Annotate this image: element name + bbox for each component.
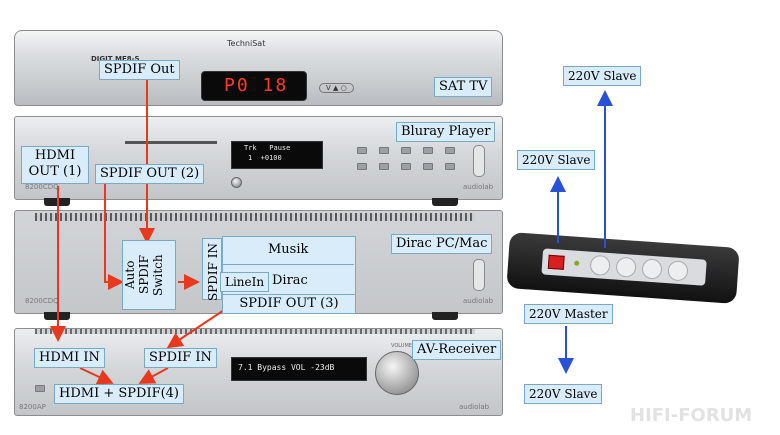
- avr-button[interactable]: [35, 385, 45, 392]
- bluray-button[interactable]: [379, 163, 389, 170]
- power-strip: [506, 232, 740, 304]
- label-slave-mid: 220V Slave: [517, 150, 596, 170]
- label-spdif-in-dirac: SPDIF IN: [202, 238, 222, 302]
- bluray-button[interactable]: [401, 163, 411, 170]
- label-spdif-out-sat: SPDIF Out: [99, 60, 180, 80]
- label-slave-bottom: 220V Slave: [524, 384, 603, 404]
- label-slave-top: 220V Slave: [563, 66, 642, 86]
- bluray-display-line2: 1 +0100: [248, 154, 282, 162]
- bluray-button[interactable]: [445, 163, 455, 170]
- avr-series: 8200AP: [19, 403, 46, 411]
- bluray-display: Trk Pause 1 +0100: [231, 141, 323, 169]
- avr-top-vent: [35, 329, 475, 334]
- bluray-power-button[interactable]: [231, 177, 242, 188]
- bluray-button[interactable]: [445, 147, 455, 154]
- bluray-button[interactable]: [357, 147, 367, 154]
- bluray-button-grid: [355, 139, 469, 183]
- sat-model: DIGIT MF8-S: [91, 55, 140, 63]
- vent-grille: [35, 213, 475, 221]
- label-spdif-out-3: SPDIF OUT (3): [222, 294, 356, 314]
- label-sat-tv: SAT TV: [434, 77, 493, 97]
- sat-receiver: TechniSat DIGIT MF8-S P0 18 V ▲ ○: [14, 30, 503, 106]
- sat-brand: TechniSat: [227, 39, 266, 48]
- sat-display-text: P0 18: [224, 75, 289, 96]
- label-linein: LineIn: [220, 272, 270, 292]
- label-bluray-player: Bluray Player: [396, 122, 496, 142]
- label-auto-spdif-switch-text: Auto SPDIF Switch: [123, 254, 165, 296]
- bluray-series: 8200CDQ: [25, 183, 59, 191]
- bluray-brand: audiolab: [463, 183, 494, 191]
- disc-tray: [125, 141, 217, 144]
- avr-display-text: 7.1 Bypass VOL -23dB: [238, 363, 335, 372]
- bluray-button[interactable]: [357, 163, 367, 170]
- label-dirac-pc: Dirac PC/Mac: [391, 234, 493, 254]
- dirac-foot: [432, 312, 458, 320]
- bluray-foot: [44, 198, 70, 206]
- label-spdif-in-avr: SPDIF IN: [144, 348, 217, 368]
- dirac-series: 8200CDQ: [25, 297, 59, 305]
- bluray-button[interactable]: [423, 163, 433, 170]
- label-master: 220V Master: [524, 304, 613, 324]
- label-hdmi-out-text: HDMI OUT (1): [28, 148, 82, 179]
- label-hdmi-spdif: HDMI + SPDIF(4): [54, 384, 185, 404]
- label-spdif-out-2: SPDIF OUT (2): [95, 164, 205, 184]
- dirac-foot: [44, 312, 70, 320]
- bluray-eject-bar[interactable]: [473, 145, 485, 177]
- dirac-brand: audiolab: [463, 297, 494, 305]
- dirac-box-divider: [222, 264, 354, 265]
- label-hdmi-in: HDMI IN: [34, 348, 105, 368]
- label-hdmi-out: HDMI OUT (1): [21, 146, 89, 184]
- master-switch[interactable]: [547, 254, 565, 270]
- dirac-side-bar[interactable]: [473, 259, 485, 291]
- label-dirac: Dirac: [272, 273, 308, 288]
- bluray-button[interactable]: [401, 147, 411, 154]
- sat-display: P0 18: [201, 71, 307, 101]
- bluray-button[interactable]: [423, 147, 433, 154]
- label-av-receiver: AV-Receiver: [412, 340, 502, 360]
- avr-brand: audiolab: [459, 403, 490, 411]
- watermark: HIFI-FORUM: [630, 405, 753, 426]
- avr-display: 7.1 Bypass VOL -23dB: [231, 357, 367, 381]
- bluray-button[interactable]: [379, 147, 389, 154]
- bluray-foot: [432, 198, 458, 206]
- bluray-display-line1: Trk Pause: [244, 144, 291, 152]
- label-musik: Musik: [268, 242, 309, 257]
- label-auto-spdif-switch: Auto SPDIF Switch: [122, 240, 176, 310]
- volume-knob[interactable]: [375, 351, 419, 395]
- avr-knob-label: VOLUME: [391, 343, 412, 349]
- label-spdif-in-dirac-text: SPDIF IN: [206, 243, 220, 302]
- sat-mode-buttons[interactable]: V ▲ ○: [319, 83, 354, 93]
